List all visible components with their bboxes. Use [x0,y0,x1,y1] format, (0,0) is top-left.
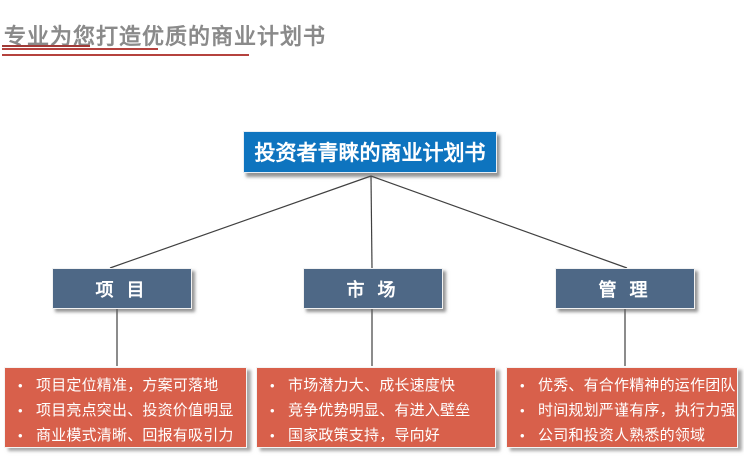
branch-box-management: 管 理 [555,268,695,309]
bullet-icon: • [18,378,23,393]
bullet-text: 国家政策支持，导向好 [288,427,441,444]
bullet-icon: • [18,403,23,418]
bullet-text: 公司和投资人熟悉的领域 [538,427,706,444]
bullet-icon: • [520,403,525,418]
bullet-icon: • [270,378,275,393]
list-item: • 时间规划严谨有序，执行力强 [520,398,736,423]
bullet-text: 市场潜力大、成长速度快 [288,377,456,394]
list-item: • 优秀、有合作精神的运作团队 [520,373,736,398]
branch-box-market: 市 场 [303,268,443,309]
bullet-icon: • [18,428,23,443]
detail-box-market: • 市场潜力大、成长速度快 • 竞争优势明显、有进入壁垒 • 国家政策支持，导向… [256,367,496,448]
title-underline-medium [2,48,158,50]
bullet-text: 优秀、有合作精神的运作团队 [538,377,736,394]
list-item: • 项目亮点突出、投资价值明显 [18,398,242,423]
detail-box-management: • 优秀、有合作精神的运作团队 • 时间规划严谨有序，执行力强 • 公司和投资人… [506,367,738,448]
branch-label-project: 项 目 [95,279,149,300]
bullet-text: 竞争优势明显、有进入壁垒 [288,402,471,419]
connector-line-root-to-management [370,175,628,269]
bullet-icon: • [270,403,275,418]
list-item: • 市场潜力大、成长速度快 [270,373,491,398]
list-item: • 公司和投资人熟悉的领域 [520,423,733,448]
connector-line-root-to-project [109,175,372,269]
page-title: 专业为您打造优质的商业计划书 [4,24,327,49]
title-underline-long [2,54,249,56]
branch-box-project: 项 目 [52,268,192,309]
title-underline-short [2,45,90,47]
bullet-icon: • [270,428,275,443]
bullet-text: 商业模式清晰、回报有吸引力 [36,427,234,444]
bullet-icon: • [520,378,525,393]
branch-label-market: 市 场 [346,279,400,300]
connector-line-root-to-market [370,175,373,269]
root-node-label: 投资者青睐的商业计划书 [254,140,486,165]
bullet-icon: • [520,428,525,443]
list-item: • 项目定位精准，方案可落地 [18,373,242,398]
list-item: • 竞争优势明显、有进入壁垒 [270,398,491,423]
list-item: • 国家政策支持，导向好 [270,423,491,448]
bullet-text: 时间规划严谨有序，执行力强 [538,402,736,419]
root-node-box: 投资者青睐的商业计划书 [243,131,497,173]
bullet-text: 项目定位精准，方案可落地 [36,377,219,394]
list-item: • 商业模式清晰、回报有吸引力 [18,423,242,448]
branch-label-management: 管 理 [598,279,652,300]
detail-box-project: • 项目定位精准，方案可落地 • 项目亮点突出、投资价值明显 • 商业模式清晰、… [4,367,247,448]
bullet-text: 项目亮点突出、投资价值明显 [36,402,234,419]
